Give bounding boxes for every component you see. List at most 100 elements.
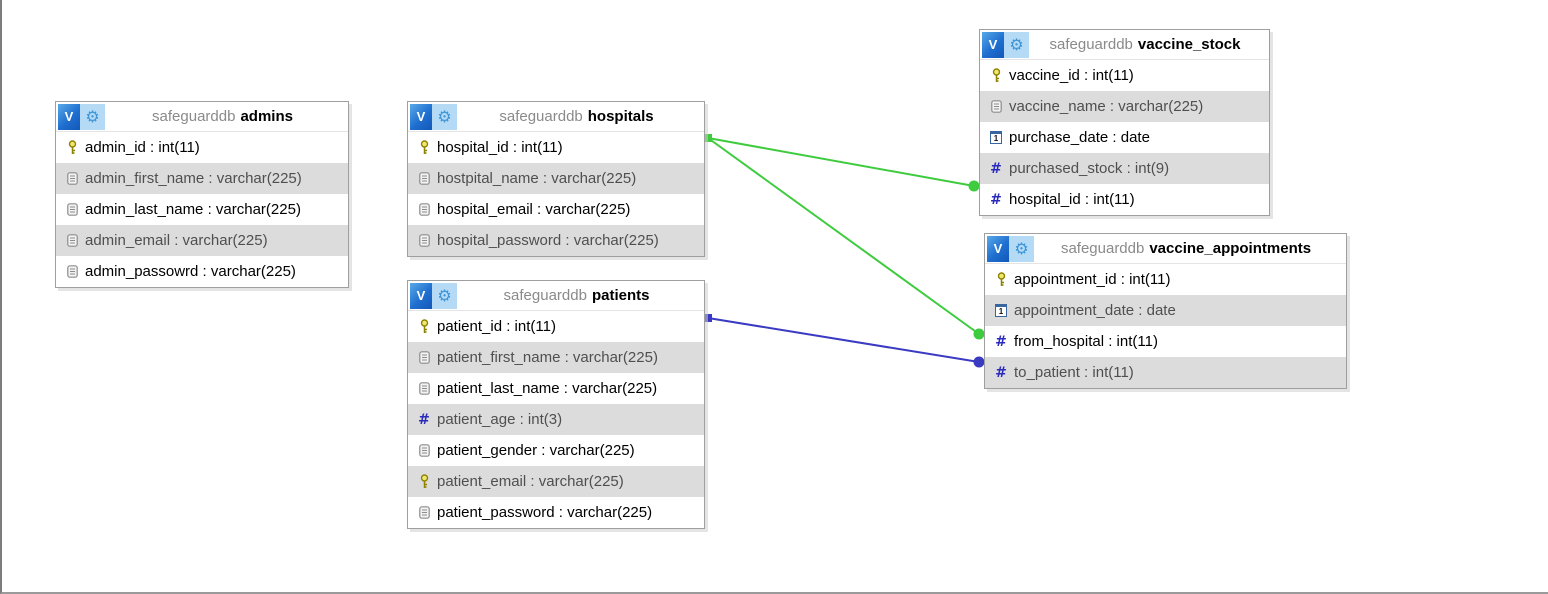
column-row-hospitals-3[interactable]: hospital_password : varchar(225) [408,225,704,256]
text-column-icon [63,172,81,185]
table-options-gear-icon[interactable]: ⚙ [1009,235,1034,262]
column-row-hospitals-0[interactable]: hospital_id : int(11) [408,132,704,163]
relation-line [707,137,980,335]
column-row-patients-5[interactable]: patient_email : varchar(225) [408,466,704,497]
column-definition: vaccine_name : varchar(225) [1009,98,1204,115]
column-row-vaccine_stock-4[interactable]: #hospital_id : int(11) [980,184,1269,215]
column-row-vaccine_appointments-3[interactable]: # to_patient : int(11) [985,357,1346,388]
column-definition: purchase_date : date [1009,129,1150,146]
column-definition: patient_gender : varchar(225) [437,442,635,459]
column-definition: hospital_password : varchar(225) [437,232,659,249]
text-column-icon [415,172,433,185]
table-options-gear-icon[interactable]: ⚙ [1004,31,1029,58]
text-column-icon [415,234,433,247]
relation-target-marker [968,180,980,192]
hash-glyph: # [990,191,1002,208]
primary-key-icon [987,68,1005,83]
column-row-vaccine_stock-0[interactable]: vaccine_id : int(11) [980,60,1269,91]
column-definition: vaccine_id : int(11) [1009,67,1134,84]
column-row-vaccine_stock-3[interactable]: #purchased_stock : int(9) [980,153,1269,184]
column-definition: patient_last_name : varchar(225) [437,380,658,397]
relation-source-marker [704,134,712,142]
column-row-patients-1[interactable]: patient_first_name : varchar(225) [408,342,704,373]
text-column-icon [415,444,433,457]
column-definition: hostpital_name : varchar(225) [437,170,637,187]
numeric-column-icon: # [415,412,433,428]
numeric-column-icon: # [987,192,1005,208]
numeric-column-icon: # [987,161,1005,177]
column-definition: to_patient : int(11) [1014,364,1134,381]
column-definition: admin_passowrd : varchar(225) [85,263,296,280]
column-row-vaccine_stock-1[interactable]: vaccine_name : varchar(225) [980,91,1269,122]
column-definition: patient_email : varchar(225) [437,473,624,490]
column-row-admins-1[interactable]: admin_first_name : varchar(225) [56,163,348,194]
column-row-admins-3[interactable]: admin_email : varchar(225) [56,225,348,256]
column-row-patients-3[interactable]: # patient_age : int(3) [408,404,704,435]
hash-glyph: # [995,333,1007,350]
column-row-admins-0[interactable]: admin_id : int(11) [56,132,348,163]
toggle-view-icon[interactable]: V [982,31,1004,58]
column-definition: hospital_id : int(11) [437,139,563,156]
column-row-patients-0[interactable]: patient_id : int(11) [408,311,704,342]
hash-glyph: # [990,160,1002,177]
primary-key-icon [415,319,433,334]
hash-glyph: # [418,411,430,428]
column-row-hospitals-1[interactable]: hostpital_name : varchar(225) [408,163,704,194]
table-options-gear-icon[interactable]: ⚙ [432,282,457,309]
relation-target-marker [973,328,985,340]
relation-line [707,137,975,187]
toggle-view-icon[interactable]: V [410,282,432,309]
database-name: safeguarddb [1049,36,1133,53]
column-definition: appointment_id : int(11) [1014,271,1171,288]
column-definition: patient_password : varchar(225) [437,504,653,521]
toggle-view-icon[interactable]: V [58,103,80,130]
column-definition: hospital_email : varchar(225) [437,201,631,218]
text-column-icon [63,203,81,216]
primary-key-icon [63,140,81,155]
numeric-column-icon: # [992,334,1010,350]
table-name: vaccine_stock [1137,36,1241,53]
toggle-view-icon[interactable]: V [987,235,1009,262]
column-row-vaccine_appointments-1[interactable]: 1 appointment_date : date [985,295,1346,326]
column-row-patients-6[interactable]: patient_password : varchar(225) [408,497,704,528]
calendar-glyph: 1 [990,131,1002,144]
text-column-icon [987,100,1005,113]
text-column-icon [415,351,433,364]
column-row-vaccine_appointments-2[interactable]: #from_hospital : int(11) [985,326,1346,357]
primary-key-icon [992,272,1010,287]
column-row-patients-2[interactable]: patient_last_name : varchar(225) [408,373,704,404]
column-row-vaccine_stock-2[interactable]: 1 purchase_date : date [980,122,1269,153]
table-options-gear-icon[interactable]: ⚙ [432,103,457,130]
column-definition: admin_first_name : varchar(225) [85,170,302,187]
column-row-admins-4[interactable]: admin_passowrd : varchar(225) [56,256,348,287]
relation-target-marker [973,356,985,368]
column-definition: admin_email : varchar(225) [85,232,268,249]
table-options-gear-icon[interactable]: ⚙ [80,103,105,130]
column-definition: patient_age : int(3) [437,411,563,428]
database-name: safeguarddb [1060,240,1145,257]
column-row-admins-2[interactable]: admin_last_name : varchar(225) [56,194,348,225]
column-row-patients-4[interactable]: patient_gender : varchar(225) [408,435,704,466]
calendar-glyph: 1 [995,304,1007,317]
column-row-vaccine_appointments-0[interactable]: appointment_id : int(11) [985,264,1346,295]
text-column-icon [415,506,433,519]
column-definition: patient_first_name : varchar(225) [437,349,658,366]
hash-glyph: # [995,364,1007,381]
toggle-view-icon[interactable]: V [410,103,432,130]
column-row-hospitals-2[interactable]: hospital_email : varchar(225) [408,194,704,225]
database-name: safeguarddb [499,108,583,125]
text-column-icon [415,382,433,395]
column-definition: appointment_date : date [1014,302,1176,319]
